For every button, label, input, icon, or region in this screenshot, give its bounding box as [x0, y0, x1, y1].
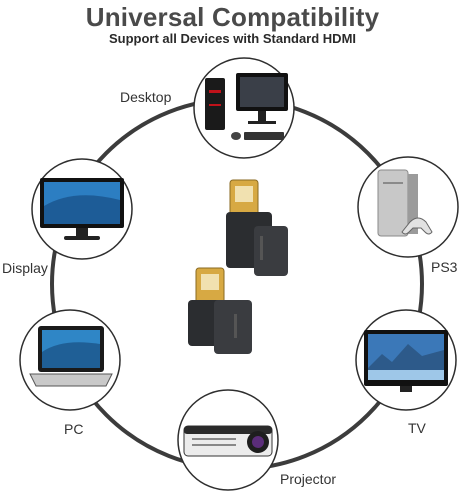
- desktop-node: [193, 57, 295, 159]
- device-label-tv: TV: [408, 420, 426, 436]
- device-label-projector: Projector: [280, 471, 337, 487]
- projector-icon: [183, 425, 273, 457]
- tv-node: [355, 309, 457, 411]
- adapter-top: [226, 179, 288, 276]
- device-label-ps3: PS3: [431, 259, 458, 275]
- page-subtitle: Support all Devices with Standard HDMI: [108, 31, 357, 46]
- device-label-pc: PC: [64, 421, 84, 437]
- monitor-icon: [40, 178, 124, 240]
- device-label-display: Display: [2, 260, 48, 276]
- projector-node: [177, 389, 279, 491]
- game-console-icon: [377, 169, 433, 237]
- adapter-bottom: [188, 267, 252, 354]
- display-node: [31, 158, 133, 260]
- pc-node: [19, 309, 121, 411]
- ps3-node: [357, 156, 459, 258]
- page-title: Universal Compatibility: [85, 2, 380, 32]
- hdmi-adapter-icon: [188, 179, 288, 354]
- television-icon: [364, 330, 448, 392]
- desktop-computer-icon: [205, 73, 288, 140]
- laptop-icon: [29, 326, 113, 387]
- device-label-desktop: Desktop: [120, 89, 172, 105]
